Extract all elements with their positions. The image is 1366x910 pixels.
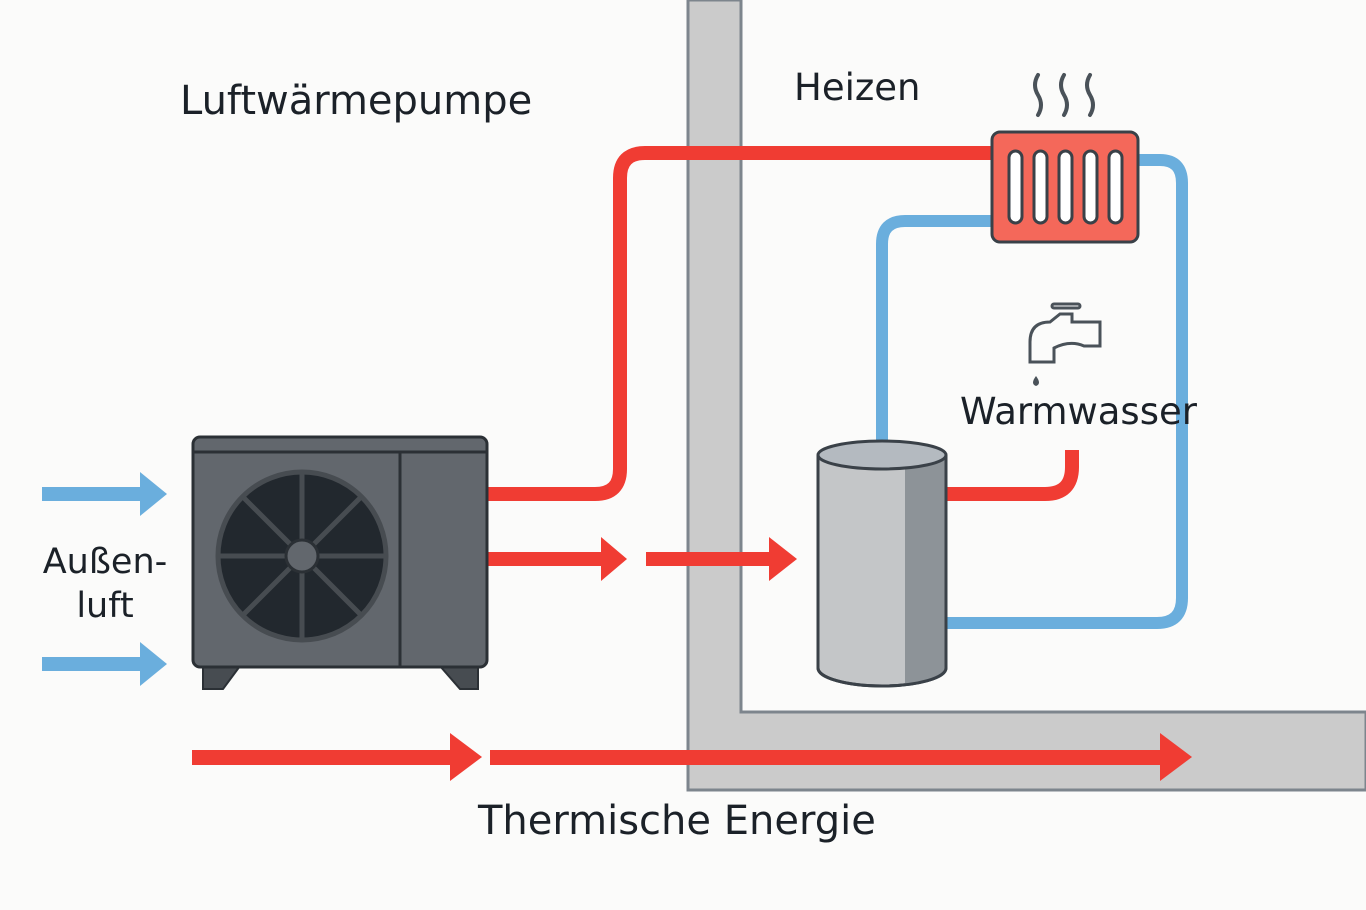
outside-air-label-line1: Außen- [42, 542, 168, 582]
cold-pipe-return [946, 154, 1188, 629]
radiator-icon [990, 73, 1140, 244]
outside-air-label: Außen- luft [30, 540, 180, 628]
hot-water-label: Warmwasser [960, 390, 1197, 433]
heat-pump-unit [191, 435, 489, 690]
diagram-title: Luftwärmepumpe [180, 78, 533, 124]
hot-water-tank [816, 439, 948, 688]
outside-air-arrow [42, 472, 167, 516]
outside-air-arrow [42, 642, 167, 686]
heat-flow-arrow [646, 537, 797, 581]
hot-pipe-heating [488, 146, 995, 501]
house-wall [686, 0, 1366, 792]
fan-icon [215, 469, 389, 643]
heat-flow-arrow [488, 537, 627, 581]
outside-air-label-line2: luft [76, 586, 134, 626]
cold-pipe-radiator-tank [876, 215, 995, 442]
thermal-energy-arrow [490, 733, 1192, 781]
thermal-energy-label: Thermische Energie [478, 798, 876, 844]
hot-pipe-warmwater [946, 450, 1079, 501]
heating-label: Heizen [794, 66, 921, 109]
thermal-energy-arrow [192, 733, 482, 781]
water-tap-icon [1028, 302, 1102, 386]
